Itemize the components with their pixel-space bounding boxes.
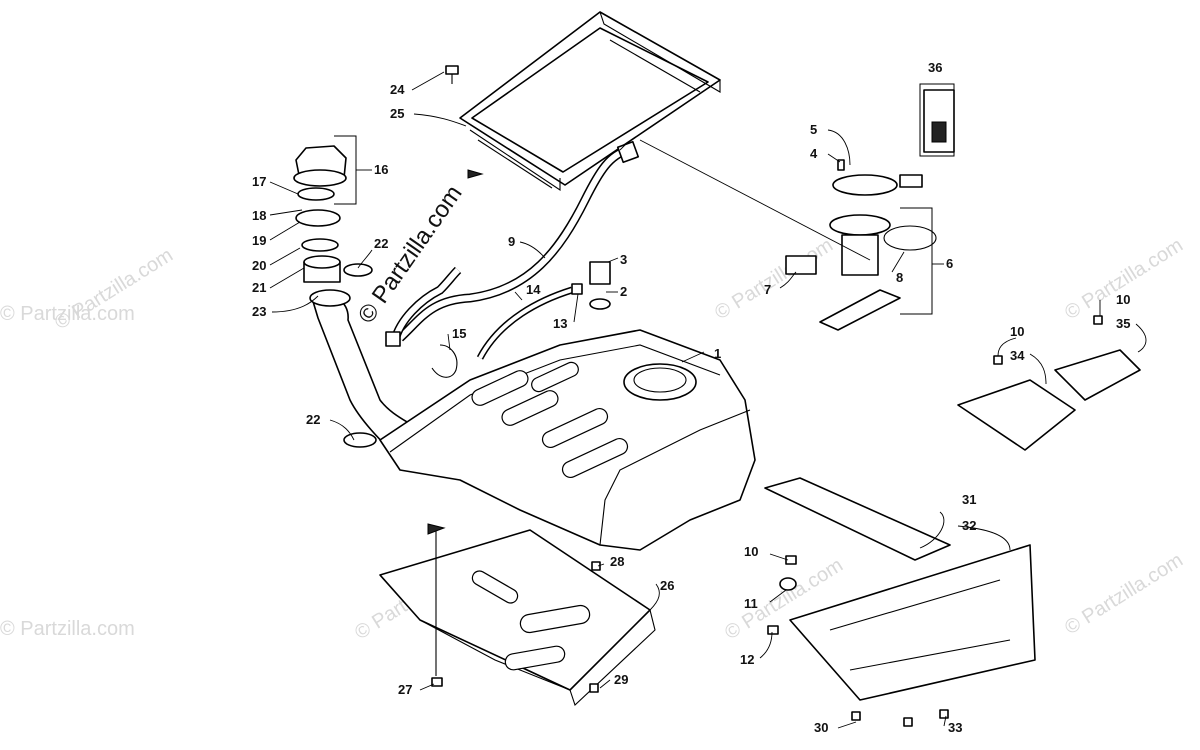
callout-14: 14: [526, 282, 541, 297]
part-10-bolt-lower: [785, 555, 797, 565]
callout-32: 32: [962, 518, 976, 533]
callout-19: 19: [252, 233, 266, 248]
callout-10-lower: 10: [744, 544, 758, 559]
callout-1: 1: [714, 346, 721, 361]
callout-22-upper: 22: [374, 236, 388, 251]
part-5-pump-ring: [832, 174, 898, 196]
part-6-fuel-pump: [819, 174, 923, 331]
callout-15: 15: [452, 326, 466, 341]
callout-11: 11: [744, 596, 758, 611]
watermark-center-right: © Partzilla.com: [711, 234, 837, 324]
callout-8: 8: [896, 270, 903, 285]
part-10-bolt-right: [1093, 315, 1103, 325]
part-8-pump-gasket: [883, 225, 937, 251]
part-27-bolt: [431, 677, 443, 687]
part-4-screw: [837, 159, 845, 171]
part-1-fuel-tank: [379, 329, 756, 551]
callout-34: 34: [1010, 348, 1025, 363]
watermark-right: © Partzilla.com: [1061, 234, 1187, 324]
callout-17: 17: [252, 174, 266, 189]
part-28-bolt: [591, 561, 601, 571]
callout-27: 27: [398, 682, 412, 697]
callout-24: 24: [390, 82, 405, 97]
part-24-bolt: [445, 65, 459, 84]
callout-6: 6: [946, 256, 953, 271]
callout-13: 13: [553, 316, 567, 331]
part-36-box: [923, 89, 955, 153]
callout-28: 28: [610, 554, 624, 569]
part-29-bolt: [589, 683, 599, 693]
callout-3: 3: [620, 252, 627, 267]
part-25-top-frame: [459, 11, 721, 192]
callout-36: 36: [928, 60, 942, 75]
callout-16: 16: [374, 162, 388, 177]
part-15-clip: [431, 344, 458, 378]
callout-29: 29: [614, 672, 628, 687]
watermark-right-bottom: © Partzilla.com: [1061, 549, 1187, 639]
callout-4: 4: [810, 146, 818, 161]
callout-10-left: 10: [1010, 324, 1024, 339]
part-30-bolt: [851, 711, 861, 721]
part-22-clamp-lower: [343, 432, 377, 448]
callout-2: 2: [620, 284, 627, 299]
part-19-ring: [295, 209, 341, 227]
callout-26: 26: [660, 578, 674, 593]
callout-7: 7: [764, 282, 771, 297]
part-13-fitting: [571, 283, 583, 295]
part-10-bolt-left: [993, 355, 1003, 365]
bracket-6: [900, 207, 933, 315]
watermark-left: © Partzilla.com: [0, 303, 135, 325]
part-35-heat-shield: [1054, 349, 1141, 401]
callout-30: 30: [814, 720, 828, 735]
callout-numbers: 1 2 3 4 5 6 7 8 9 10 10 10 11 12 13 14 1…: [252, 60, 1130, 735]
part-9-vent-hose-inner: [397, 147, 629, 341]
part-22-clamp-upper: [343, 263, 373, 277]
part-12-nut: [767, 625, 779, 635]
part-31-panel: [764, 477, 951, 561]
callout-10-right: 10: [1116, 292, 1130, 307]
callout-33: 33: [948, 720, 962, 735]
watermark-left-bottom: © Partzilla.com: [0, 618, 135, 640]
part-26-skid-plate: [379, 529, 656, 706]
part-11-washer: [779, 577, 797, 591]
callout-12: 12: [740, 652, 754, 667]
part-33-bolt-b: [939, 709, 949, 719]
part-16-filler-cap: [293, 145, 347, 187]
callout-18: 18: [252, 208, 266, 223]
callout-35: 35: [1116, 316, 1130, 331]
part-7-connector: [785, 255, 817, 275]
part-3-valve: [589, 261, 611, 285]
part-32-panel: [789, 544, 1036, 701]
callout-20: 20: [252, 258, 266, 273]
part-33-bolt-a: [903, 717, 913, 727]
callout-21: 21: [252, 280, 266, 295]
watermark-main: © Partzilla.com: [353, 180, 468, 328]
part-18-gasket: [297, 187, 335, 201]
part-34-heat-shield: [957, 379, 1076, 451]
part-20-seal: [301, 238, 339, 252]
callout-5: 5: [810, 122, 817, 137]
callout-9: 9: [508, 234, 515, 249]
arrow-marker: [467, 169, 484, 179]
callout-25: 25: [390, 106, 404, 121]
callout-31: 31: [962, 492, 976, 507]
part-2-grommet: [589, 298, 611, 310]
leader-lines: [269, 71, 1147, 729]
callout-22-lower: 22: [306, 412, 320, 427]
elbow-hose-fitting: [385, 331, 401, 347]
callout-23: 23: [252, 304, 266, 319]
